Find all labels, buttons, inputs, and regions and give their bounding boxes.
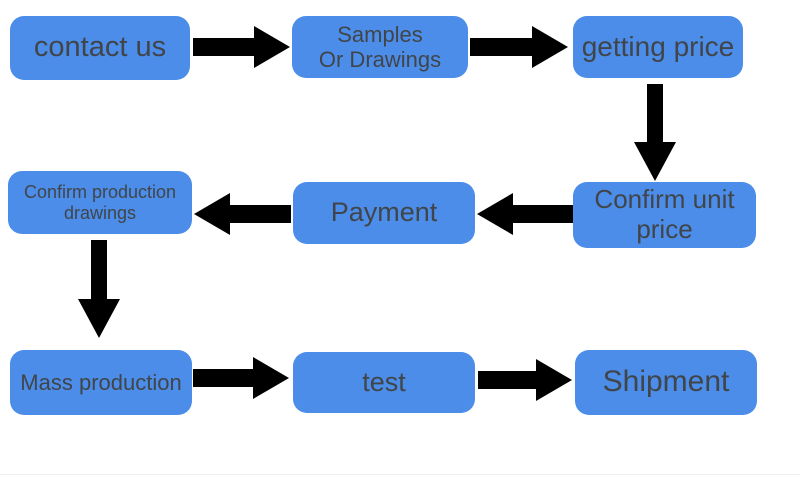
arrow-down-icon	[634, 84, 676, 181]
arrow-right-icon	[470, 26, 568, 68]
node-shipment: Shipment	[575, 350, 757, 415]
node-test: test	[293, 352, 475, 413]
arrow-right-icon	[478, 359, 572, 401]
node-label: contact us	[33, 31, 167, 64]
node-contact-us: contact us	[10, 16, 190, 80]
node-payment: Payment	[293, 182, 475, 244]
node-label: Mass production	[20, 369, 182, 395]
arrow-left-icon	[477, 193, 573, 235]
node-label: Samples Or Drawings	[318, 21, 442, 72]
node-label: getting price	[581, 30, 735, 62]
node-label: Confirm production drawings	[23, 181, 177, 223]
arrow-right-icon	[193, 26, 290, 68]
bottom-divider	[0, 474, 800, 475]
arrow-right-icon	[193, 357, 289, 399]
arrow-left-icon	[194, 193, 291, 235]
node-getting-price: getting price	[573, 16, 743, 78]
arrow-down-icon	[78, 240, 120, 338]
node-samples-or-drawings: Samples Or Drawings	[292, 16, 468, 78]
node-label: Shipment	[602, 365, 730, 399]
node-label: test	[362, 366, 406, 397]
node-confirm-unit-price: Confirm unit price	[573, 182, 756, 248]
node-confirm-production-drawings: Confirm production drawings	[8, 171, 192, 234]
node-mass-production: Mass production	[10, 350, 192, 415]
node-label: Payment	[330, 197, 438, 228]
node-label: Confirm unit price	[594, 184, 735, 244]
